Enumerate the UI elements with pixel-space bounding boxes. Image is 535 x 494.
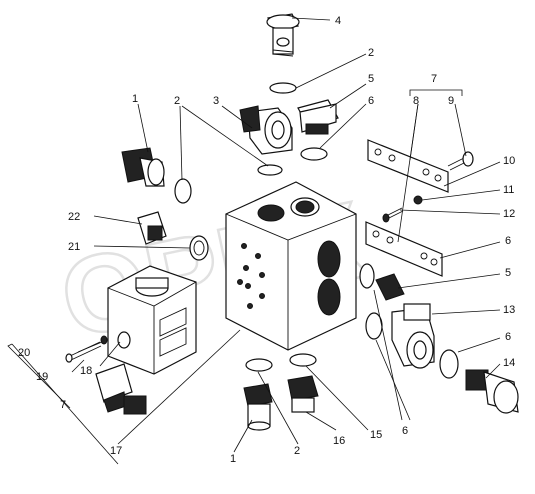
part-12-screw <box>382 207 404 223</box>
part-1-fitting-left <box>121 147 165 187</box>
part-21-washer <box>189 235 209 261</box>
callout-17: 17 <box>110 445 122 457</box>
callout-5: 5 <box>368 73 374 85</box>
part-9-screw <box>447 151 474 171</box>
part-2-oring-top <box>269 82 297 94</box>
callout-9: 9 <box>448 95 454 107</box>
callout-7: 7 <box>431 73 437 85</box>
part-13-angle-fitting <box>391 303 435 369</box>
callout-21: 21 <box>68 241 80 253</box>
part-16-fitting-bottom <box>287 375 319 413</box>
part-1-fitting-bottom <box>243 383 273 431</box>
part-15-oring-bottom <box>289 353 317 367</box>
part-22-plug <box>137 211 167 245</box>
part-6-oring-top <box>300 147 328 161</box>
part-6-oring-far-right <box>439 349 459 379</box>
callout-1: 1 <box>230 453 236 465</box>
part-17-valve-block <box>225 181 357 351</box>
callout-6: 6 <box>368 95 374 107</box>
callout-6: 6 <box>505 235 511 247</box>
part-5-plug-right <box>375 273 405 301</box>
callout-2: 2 <box>294 445 300 457</box>
part-14-banjo-bolt <box>465 369 519 414</box>
callout-1: 1 <box>132 93 138 105</box>
callout-15: 15 <box>370 429 382 441</box>
part-10-bracket-lower <box>365 221 443 277</box>
callout-19: 19 <box>36 371 48 383</box>
callout-10: 10 <box>503 155 515 167</box>
callout-2: 2 <box>174 95 180 107</box>
callout-22: 22 <box>68 211 80 223</box>
callout-16: 16 <box>333 435 345 447</box>
callout-11: 11 <box>503 184 514 196</box>
part-18-solenoid <box>95 265 197 415</box>
callout-7: 7 <box>60 399 66 411</box>
part-5-plug-top <box>297 99 339 135</box>
callout-14: 14 <box>503 357 515 369</box>
callout-labels: 4 2 5 6 1 2 3 7 8 9 10 11 12 6 5 13 6 14… <box>18 15 515 465</box>
callout-6: 6 <box>505 331 511 343</box>
part-3-angle-fitting <box>239 105 293 155</box>
callout-18: 18 <box>80 365 92 377</box>
leader-lines <box>7 17 501 465</box>
callout-5: 5 <box>505 267 511 279</box>
callout-12: 12 <box>503 208 515 220</box>
part-2-oring-mid <box>257 164 283 176</box>
part-2-oring-left <box>174 178 192 204</box>
part-6-oring-right <box>359 263 375 289</box>
callout-8: 8 <box>413 95 419 107</box>
part-20-washer <box>100 335 108 345</box>
callout-3: 3 <box>213 95 219 107</box>
callout-13: 13 <box>503 304 515 316</box>
callout-20: 20 <box>18 347 30 359</box>
part-2-oring-bottom <box>245 358 273 372</box>
callout-2: 2 <box>368 47 374 59</box>
part-4-banjo-bolt <box>266 13 300 57</box>
callout-4: 4 <box>335 15 341 27</box>
part-11-washer <box>413 195 423 205</box>
callout-6: 6 <box>402 425 408 437</box>
part-8-bracket-upper <box>367 139 449 193</box>
